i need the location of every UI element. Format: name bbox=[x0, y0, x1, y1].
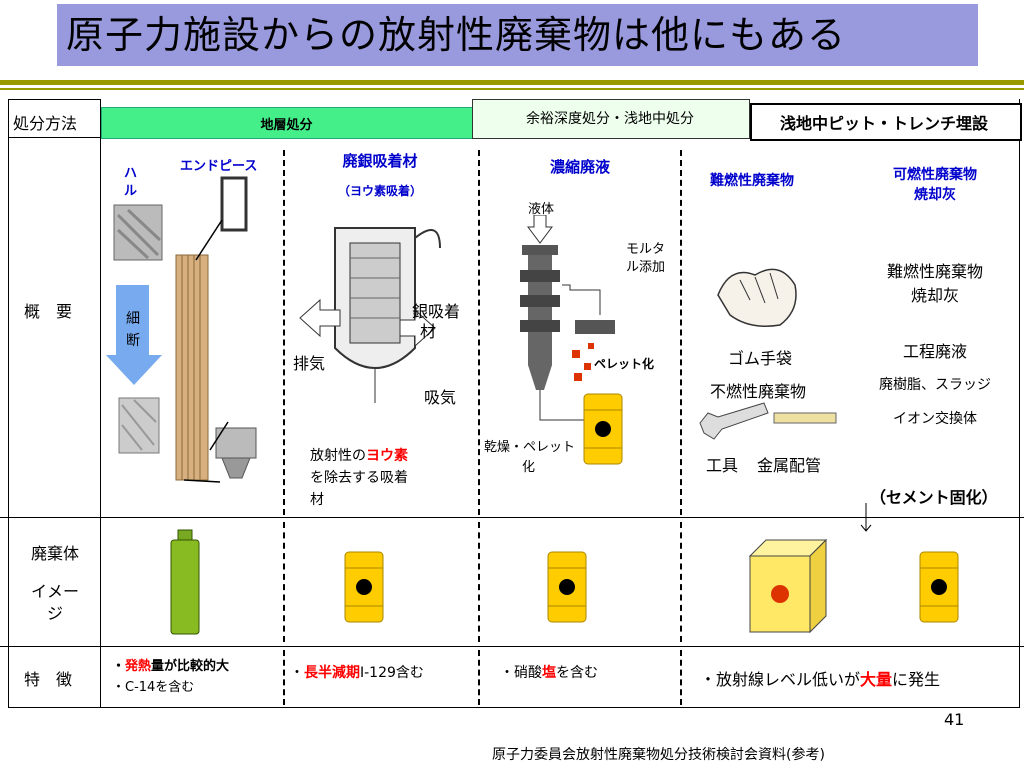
noncombustible-label: 不燃性廃棄物 bbox=[710, 382, 807, 401]
col2-desc-text: 放射性の bbox=[310, 448, 366, 464]
feature-text: ・ bbox=[112, 659, 126, 674]
feature-text: を含む bbox=[556, 665, 598, 681]
feature-text: ・放射線レベル低いが bbox=[700, 670, 861, 689]
feature-3: ・硝酸塩を含む bbox=[500, 662, 598, 682]
adsorber-illustration bbox=[299, 227, 441, 403]
feature-highlight: 大量 bbox=[860, 670, 893, 689]
mortar-label: モルタ bbox=[626, 242, 666, 257]
table-row-divider bbox=[0, 646, 1024, 647]
feature-text: 量が比較的大 bbox=[151, 659, 230, 674]
ion-exchange-label: イオン交換体 bbox=[893, 411, 977, 427]
table-row-divider bbox=[0, 517, 1024, 518]
col2-title: 廃銀吸着材 bbox=[342, 152, 418, 170]
header-pit bbox=[750, 103, 1022, 141]
feature-1: ・発熱量が比較的大 bbox=[112, 655, 229, 674]
feature-4: ・放射線レベル低いが大量に発生 bbox=[700, 666, 940, 690]
table-border-bottom bbox=[8, 707, 1020, 708]
column-divider bbox=[478, 150, 480, 515]
process-liquid-label: 工程廃液 bbox=[902, 342, 967, 361]
header-geological-label: 地層処分 bbox=[260, 118, 313, 133]
title-rule-thin bbox=[0, 88, 1024, 90]
column-divider bbox=[478, 522, 480, 642]
feature-highlight: 塩 bbox=[542, 665, 556, 681]
row-label-waste: ジ bbox=[46, 604, 63, 623]
dry-label: 乾燥・ペレット bbox=[484, 440, 576, 455]
feature-highlight: 発熱 bbox=[125, 659, 152, 674]
pipe-label: 金属配管 bbox=[757, 456, 822, 475]
column-divider bbox=[680, 522, 682, 642]
intake-label: 吸気 bbox=[424, 388, 457, 407]
col2-desc-highlight: ヨウ素 bbox=[366, 448, 408, 464]
exhaust-label: 排気 bbox=[293, 354, 326, 373]
drum-icon bbox=[547, 551, 587, 623]
title-background bbox=[57, 4, 978, 66]
page-number: 41 bbox=[944, 710, 965, 729]
container-box-icon bbox=[748, 538, 828, 634]
col2-description: 放射性のヨウ素 bbox=[310, 445, 408, 465]
silver-label: 材 bbox=[420, 322, 437, 341]
feature-2: ・長半減期I-129含む bbox=[290, 662, 424, 682]
title-rule bbox=[0, 80, 1024, 85]
header-margin-label: 余裕深度処分・浅地中処分 bbox=[526, 111, 694, 127]
table-column-divider bbox=[100, 99, 101, 707]
table-border-left bbox=[8, 99, 9, 707]
row-label-waste: イメー bbox=[30, 582, 79, 601]
tools-illustration bbox=[699, 402, 837, 440]
mortar-label: ル添加 bbox=[626, 260, 666, 275]
ash-label: 焼却灰 bbox=[910, 286, 959, 305]
feature-1b: ・C-14を含む bbox=[112, 680, 195, 695]
header-margin bbox=[472, 99, 750, 139]
silver-label: 銀吸着 bbox=[412, 302, 461, 321]
rubber-glove-illustration bbox=[717, 268, 797, 327]
dry-label: 化 bbox=[522, 460, 536, 475]
row-label-waste: 廃棄体 bbox=[30, 544, 79, 563]
table-border-top bbox=[8, 99, 100, 100]
tool-label: 工具 bbox=[706, 456, 739, 475]
feature-highlight: 長半減期 bbox=[304, 665, 360, 681]
feature-text: I-129含む bbox=[360, 665, 424, 681]
column-divider bbox=[283, 150, 285, 515]
drum-icon bbox=[583, 393, 623, 465]
ash-label: 難燃性廃棄物 bbox=[886, 262, 983, 281]
col2-description: を除去する吸着 bbox=[310, 470, 408, 486]
endpiece-label: エンドピース bbox=[180, 159, 258, 174]
col5-title: 可燃性廃棄物 bbox=[893, 167, 977, 183]
cut-label: 断 bbox=[126, 333, 140, 349]
feature-text: ・ bbox=[290, 665, 304, 681]
page-title: 原子力施設からの放射性廃棄物は他にもある bbox=[66, 13, 847, 57]
header-pit-label: 浅地中ピット・トレンチ埋設 bbox=[779, 114, 988, 133]
col2-description: 材 bbox=[310, 492, 324, 508]
liquid-label: 液体 bbox=[528, 202, 555, 217]
hull-label: ハ bbox=[124, 166, 138, 181]
row-label-overview: 概 要 bbox=[24, 302, 73, 321]
pellet-label: ペレット化 bbox=[594, 357, 655, 371]
col3-title: 濃縮廃液 bbox=[549, 158, 610, 176]
column-divider bbox=[680, 150, 682, 515]
column-divider bbox=[283, 650, 285, 705]
col4-title: 難燃性廃棄物 bbox=[710, 173, 794, 189]
dryer-illustration bbox=[520, 215, 615, 421]
glove-label: ゴム手袋 bbox=[728, 349, 793, 368]
resin-label: 廃樹脂、スラッジ bbox=[879, 377, 991, 393]
column-divider bbox=[283, 522, 285, 642]
feature-text: ・硝酸 bbox=[500, 665, 542, 681]
feature-text: に発生 bbox=[892, 670, 941, 689]
header-geological bbox=[101, 107, 474, 139]
drum-icon bbox=[919, 551, 959, 623]
cut-label: 細 bbox=[126, 311, 140, 327]
hull-label: ル bbox=[124, 184, 138, 199]
cement-label: （セメント固化） bbox=[870, 488, 998, 507]
canister-icon bbox=[170, 529, 200, 635]
fuel-assembly-illustration bbox=[106, 176, 257, 483]
col2-subtitle: （ヨウ素吸着） bbox=[337, 184, 422, 198]
source-note: 原子力委員会放射性廃棄物処分技術検討会資料(参考) bbox=[492, 747, 825, 763]
column-divider bbox=[680, 650, 682, 705]
row-label-feature: 特 徴 bbox=[24, 670, 73, 689]
table-border-right bbox=[1019, 99, 1020, 707]
down-arrow-icon bbox=[860, 503, 872, 532]
column-divider bbox=[478, 650, 480, 705]
col5-title: 焼却灰 bbox=[914, 187, 956, 203]
drum-icon bbox=[344, 551, 384, 623]
row-label-method: 処分方法 bbox=[13, 114, 78, 133]
